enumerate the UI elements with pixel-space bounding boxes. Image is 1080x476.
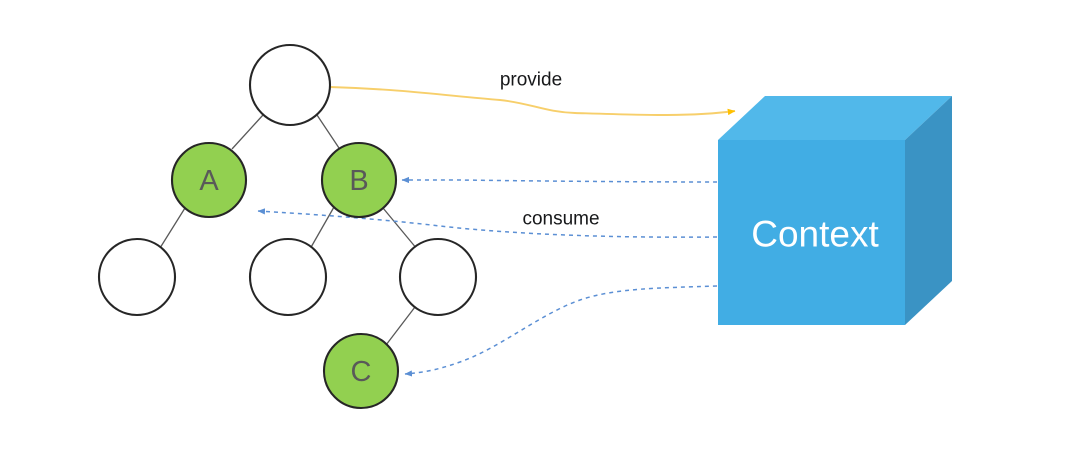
tree-node-root[interactable] (248, 43, 332, 127)
tree-node-leaf2-circle (248, 237, 328, 317)
tree-node-a-label: A (199, 165, 219, 197)
provide-label: provide (500, 70, 562, 91)
provide-arrow-line (329, 86, 736, 116)
context-cube-label: Context (751, 214, 879, 255)
tree-edge-b-leaf2 (309, 206, 335, 250)
context-cube-top-face (718, 96, 952, 140)
tree-node-c[interactable]: C (322, 332, 400, 410)
consume-arrow-line-a (257, 208, 718, 238)
tree-edge-b-leaf3 (382, 207, 418, 250)
context-cube-front-face (718, 140, 905, 325)
context-cube-side-face (905, 96, 952, 325)
tree-node-leaf1[interactable] (97, 237, 177, 317)
tree-node-a-circle (170, 141, 248, 219)
context-cube[interactable]: Context (718, 96, 952, 325)
consume-label: consume (522, 209, 599, 230)
tree-node-leaf1-circle (97, 237, 177, 317)
consume-connections[interactable]: consume (257, 176, 718, 377)
tree-node-leaf2[interactable] (248, 237, 328, 317)
tree-edge-root-a (231, 114, 264, 150)
tree-edge-a-leaf1 (159, 207, 186, 249)
tree-node-a[interactable]: A (170, 141, 248, 219)
tree-node-leaf3-circle (398, 237, 478, 317)
tree-node-c-circle (322, 332, 400, 410)
consume-arrow-line-b (401, 176, 718, 184)
tree-node-c-label: C (351, 356, 372, 388)
provide-connection[interactable]: provide (329, 70, 736, 116)
tree-nodes: A B C (97, 43, 478, 410)
tree-node-leaf3[interactable] (398, 237, 478, 317)
tree-edge-leaf3-c (385, 306, 416, 346)
tree-node-b-label: B (349, 165, 368, 197)
tree-node-root-circle (248, 43, 332, 127)
tree-edges (159, 114, 418, 346)
tree-node-b[interactable]: B (320, 141, 398, 219)
tree-node-b-circle (320, 141, 398, 219)
tree-edge-root-b (316, 114, 340, 149)
consume-arrow-line-c (404, 285, 718, 377)
